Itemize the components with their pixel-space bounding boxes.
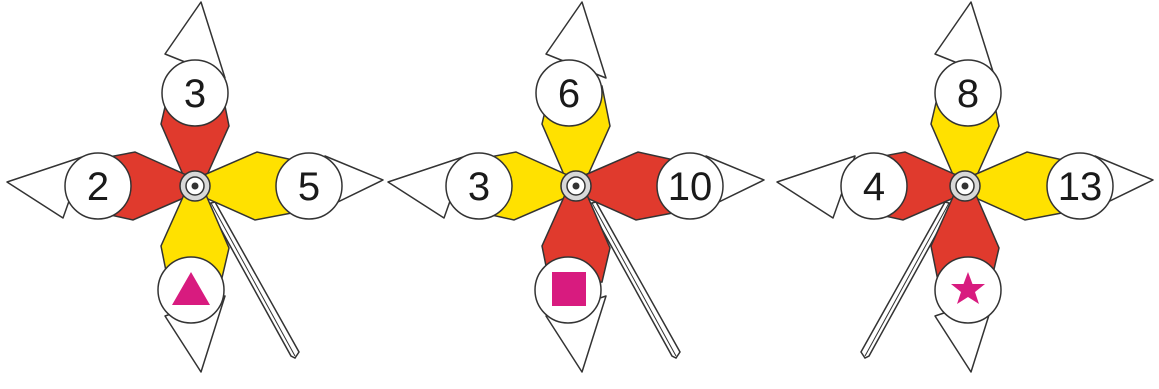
top-number: 3 (184, 72, 206, 116)
right-number: 13 (1058, 165, 1103, 209)
right-number-circle: 10 (657, 153, 723, 219)
right-number: 10 (668, 165, 713, 209)
pinwheel-2: 6 3 10 (388, 2, 764, 372)
right-number-circle: 5 (276, 153, 342, 219)
left-number-circle: 2 (65, 153, 131, 219)
bottom-shape-circle (535, 257, 601, 323)
pinwheel-3: 8 4 13 (777, 2, 1153, 372)
hub (561, 171, 591, 201)
left-number-circle: 3 (446, 153, 512, 219)
bottom-shape-circle (158, 257, 224, 323)
top-number-circle: 8 (935, 60, 1001, 126)
right-number: 5 (298, 165, 320, 209)
right-number-circle: 13 (1047, 153, 1113, 219)
top-number: 8 (957, 72, 979, 116)
left-number: 3 (468, 165, 490, 209)
bottom-shape-circle (935, 257, 1001, 323)
top-number: 6 (558, 72, 580, 116)
hub (950, 171, 980, 201)
hub (180, 171, 210, 201)
pinwheel-1: 3 2 5 (7, 2, 383, 372)
square-icon (552, 272, 586, 306)
left-number-circle: 4 (841, 153, 907, 219)
left-number: 4 (863, 165, 885, 209)
top-number-circle: 6 (536, 60, 602, 126)
left-number: 2 (87, 165, 109, 209)
top-number-circle: 3 (162, 60, 228, 126)
